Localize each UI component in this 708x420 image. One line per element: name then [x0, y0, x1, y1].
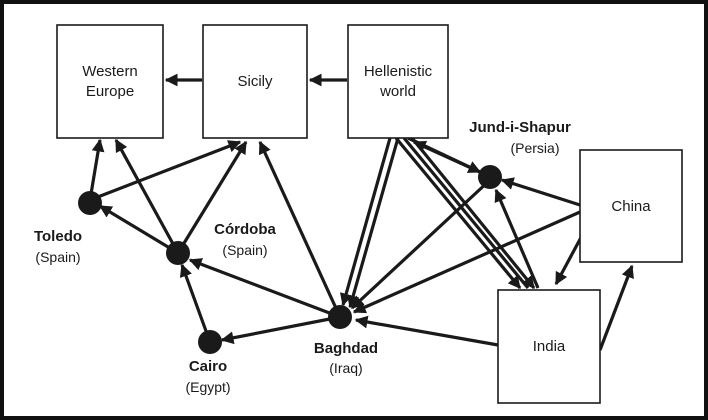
node-jundishapur [478, 165, 502, 189]
edge-hellenistic-to-baghdad-1 [339, 137, 392, 307]
label-toledo-name: Toledo [34, 228, 82, 245]
label-cairo-name: Cairo [189, 358, 227, 375]
node-cairo [198, 330, 222, 354]
edge-jundishapur-to-baghdad [350, 178, 492, 310]
box-hellenistic-world: Hellenistic world [347, 24, 449, 139]
box-western-europe: Western Europe [56, 24, 164, 139]
edges [88, 73, 634, 351]
box-western-europe-line2: Europe [86, 83, 134, 100]
edge-cordoba-to-toledo [98, 204, 179, 255]
box-india: India [497, 289, 601, 404]
edge-baghdad-to-cordoba [188, 258, 341, 319]
edge-baghdad-to-sicily [258, 140, 342, 318]
edge-cordoba-to-western-europe [114, 138, 180, 254]
box-sicily-label: Sicily [237, 73, 273, 90]
box-india-label: India [533, 338, 566, 355]
edge-hellenistic-to-baghdad-2 [346, 137, 400, 309]
label-cordoba-region: (Spain) [222, 242, 267, 258]
box-china: China [579, 149, 683, 263]
edge-hellenistic-to-india-1 [394, 136, 522, 290]
edge-china-to-jundishapur [500, 177, 581, 207]
edge-india-to-china [598, 264, 634, 351]
node-cordoba [166, 241, 190, 265]
edge-india-to-baghdad [354, 315, 499, 347]
label-toledo-region: (Spain) [35, 249, 80, 265]
label-baghdad-name: Baghdad [314, 340, 378, 357]
edge-jundishapur-to-hellenistic [412, 140, 481, 174]
edge-cordoba-to-sicily [176, 140, 248, 254]
box-sicily: Sicily [202, 24, 308, 139]
label-jundishapur-region: (Persia) [510, 140, 559, 156]
label-cairo-region: (Egypt) [185, 379, 230, 395]
edge-toledo-to-sicily [89, 140, 242, 202]
edge-baghdad-to-cairo [220, 315, 341, 345]
edge-hellenistic-to-india-3 [410, 136, 536, 290]
label-cordoba-name: Córdoba [214, 221, 276, 238]
box-hellenistic-line1: Hellenistic [364, 63, 433, 80]
edge-toledo-to-western-europe [88, 138, 105, 201]
edge-cairo-to-cordoba [179, 263, 212, 343]
node-baghdad [328, 305, 352, 329]
box-western-europe-line1: Western [82, 63, 138, 80]
label-baghdad-region: (Iraq) [329, 360, 362, 376]
edge-hellenistic-to-india-2 [402, 136, 530, 290]
box-hellenistic-line2: world [379, 83, 416, 100]
label-jundishapur-name: Jund-i-Shapur [469, 119, 571, 136]
box-china-label: China [611, 198, 651, 215]
edge-china-to-baghdad [352, 210, 581, 314]
node-toledo [78, 191, 102, 215]
